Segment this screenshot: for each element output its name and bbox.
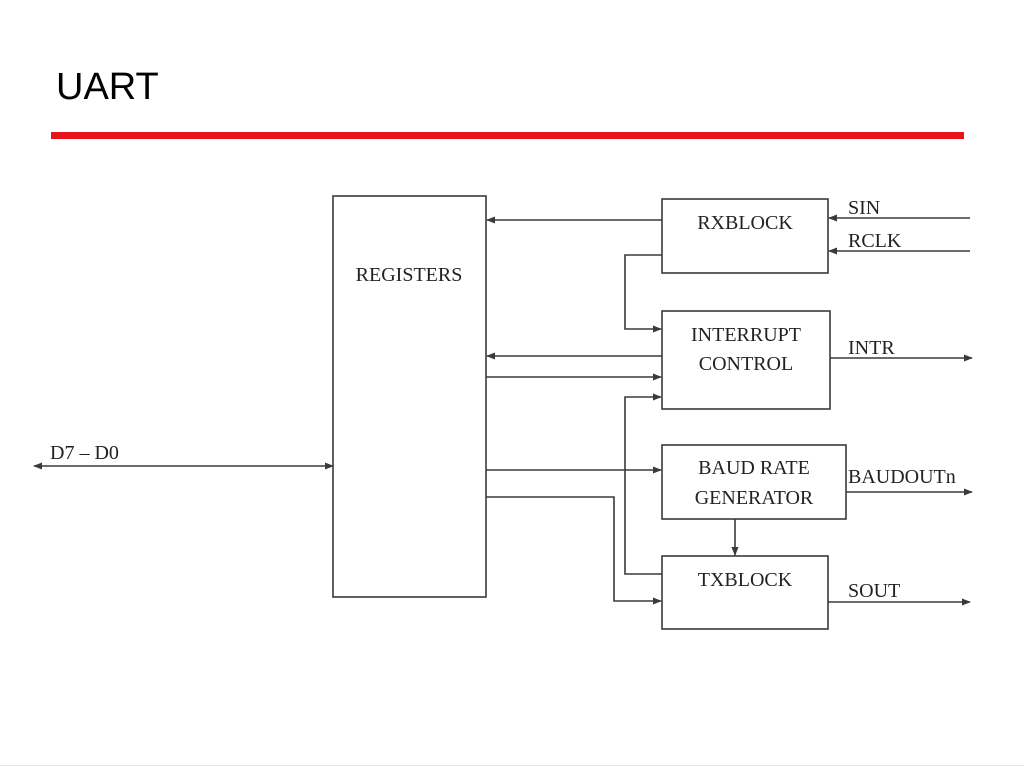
rx-to-interrupt-arrow [624,254,662,333]
baudout-label: BAUDOUTn [848,466,956,488]
data-bus-label: D7 – D0 [50,442,119,464]
registers-label: REGISTERS [356,264,463,286]
interrupt-control-label-line1: INTERRUPT [691,324,801,346]
baud-rate-generator-label-line2: GENERATOR [695,487,814,509]
rxblock-block: RXBLOCK [661,198,829,274]
tx-to-interrupt-arrow [624,393,662,575]
interrupt-control-block: INTERRUPT CONTROL [661,310,831,410]
registers-to-tx-arrow [486,496,662,605]
intr-label: INTR [848,337,895,359]
txblock-block: TXBLOCK [661,555,829,630]
rclk-label: RCLK [848,230,902,252]
sin-label: SIN [848,197,880,219]
registers-block: REGISTERS [332,195,487,598]
slide-title: UART [56,66,159,108]
interrupt-control-label-line2: CONTROL [699,353,793,375]
sout-label: SOUT [848,580,900,602]
title-underline [51,132,964,139]
footer-divider [0,765,1024,766]
txblock-label: TXBLOCK [698,569,793,591]
baud-rate-generator-block: BAUD RATE GENERATOR [661,444,847,520]
baud-rate-generator-label-line1: BAUD RATE [698,457,810,479]
rxblock-label: RXBLOCK [697,212,793,234]
